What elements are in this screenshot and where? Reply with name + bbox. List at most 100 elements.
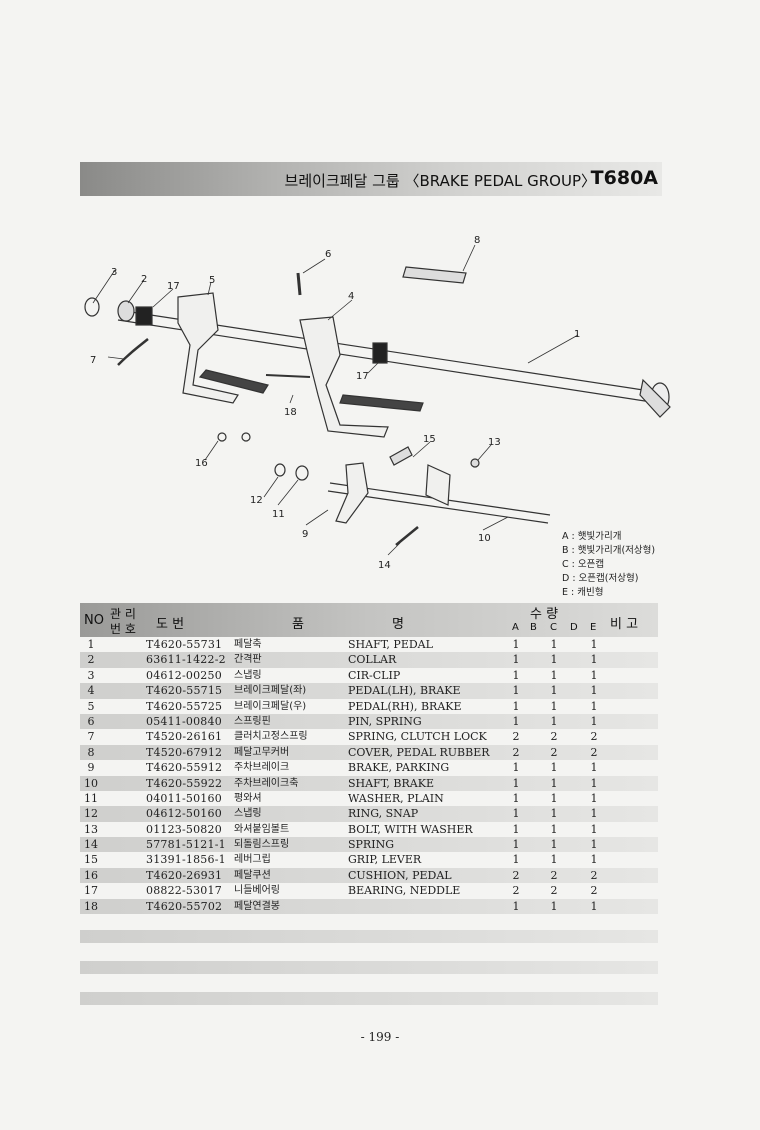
row-no: 1 (87, 638, 95, 651)
callout-15: 15 (423, 434, 436, 445)
parts-table-header: NO 관 리 번 호 도 번 품 명 수 량 A B C D E 비 고 (80, 603, 658, 637)
row-name-en: CUSHION, PEDAL (348, 868, 452, 882)
row-name-en: RING, SNAP (348, 807, 419, 821)
row-qty-e: 1 (590, 668, 598, 682)
row-qty-e: 1 (590, 761, 598, 775)
header-col-c: C (550, 622, 557, 633)
row-name-ko: 스프링핀 (234, 715, 271, 727)
row-qty-a: 1 (512, 761, 520, 775)
row-qty-c: 1 (550, 807, 558, 821)
needle-bearing-part (135, 306, 153, 326)
row-qty-a: 2 (512, 730, 520, 744)
legend-item-e: E : 캐빈형 (562, 587, 604, 598)
page-title: 브레이크페달 그룹 〈BRAKE PEDAL GROUP〉 (284, 172, 596, 190)
callout-3: 3 (111, 267, 117, 278)
row-qty-c: 1 (550, 853, 558, 867)
row-qty-c: 1 (550, 791, 558, 805)
pedal-rubber-part (402, 266, 467, 284)
row-name-ko: 되돌림스프링 (234, 839, 290, 851)
row-code: T4620-55715 (146, 684, 223, 698)
callout-16: 16 (195, 458, 208, 469)
row-name-ko: 페달축 (234, 639, 262, 650)
row-qty-a: 1 (512, 838, 520, 852)
header-quantity: 수 량 (530, 607, 559, 622)
row-name-en: CIR-CLIP (348, 668, 401, 682)
row-no: 9 (87, 761, 95, 775)
row-qty-e: 1 (590, 714, 598, 728)
row-name-en: PIN, SPRING (348, 714, 422, 728)
row-qty-c: 1 (550, 684, 558, 698)
callout-11: 11 (272, 509, 285, 520)
row-name-en: BOLT, WITH WASHER (348, 822, 473, 836)
callout-1: 1 (574, 329, 580, 340)
header-name-b: 명 (392, 617, 404, 632)
header-col-a: A (512, 622, 519, 633)
row-qty-e: 1 (590, 699, 598, 713)
row-qty-c: 1 (550, 699, 558, 713)
row-qty-e: 1 (590, 791, 598, 805)
row-name-ko: 페달고무커버 (234, 746, 290, 758)
row-qty-e: 2 (590, 730, 598, 744)
row-no: 13 (84, 822, 98, 836)
row-qty-a: 1 (512, 714, 520, 728)
legend-item-d: D : 오픈캡(저상형) (562, 573, 639, 584)
header-no: NO (84, 613, 104, 628)
header-remarks: 비 고 (610, 617, 639, 632)
row-no: 2 (87, 653, 95, 667)
exploded-parts-diagram: 8 6 3 2 17 5 4 1 7 17 18 16 15 13 12 11 … (78, 225, 678, 605)
callout-10: 10 (478, 533, 491, 544)
row-qty-c: 1 (550, 776, 558, 790)
row-name-en: GRIP, LEVER (348, 853, 422, 867)
row-name-ko: 브레이크페달(우) (234, 700, 307, 712)
row-qty-a: 1 (512, 638, 520, 651)
return-spring-part (395, 526, 419, 546)
callout-14: 14 (378, 560, 391, 571)
legend-item-a: A : 햇빛가리개 (562, 531, 622, 542)
row-qty-e: 1 (590, 822, 598, 836)
row-qty-e: 2 (590, 884, 598, 898)
callout-8: 8 (474, 235, 480, 246)
callout-13: 13 (488, 437, 501, 448)
row-name-en: PEDAL(RH), BRAKE (348, 699, 462, 713)
row-qty-e: 2 (590, 745, 598, 759)
lever-grip-part (389, 446, 413, 466)
row-qty-c: 2 (550, 868, 558, 882)
callout-4: 4 (348, 291, 354, 302)
page-number: - 199 - (360, 1030, 400, 1044)
row-name-en: SPRING, CLUTCH LOCK (348, 730, 487, 744)
row-name-ko: 스냅링 (234, 669, 262, 681)
header-col-b: B (530, 622, 537, 633)
row-qty-e: 2 (590, 868, 598, 882)
row-name-ko: 레버그립 (234, 854, 271, 866)
row-qty-e: 1 (590, 776, 598, 790)
row-name-ko: 주차브레이크 (234, 762, 290, 774)
row-no: 7 (87, 730, 95, 744)
row-qty-a: 1 (512, 699, 520, 713)
row-qty-c: 1 (550, 638, 558, 651)
row-name-en: SPRING (348, 838, 394, 852)
row-qty-c: 2 (550, 884, 558, 898)
callout-2: 2 (141, 274, 147, 285)
header-mgmt-top: 관 리 (110, 607, 136, 621)
parking-brake-part (335, 462, 369, 524)
pedal-link-rod-part (265, 374, 311, 378)
row-code: T4620-55702 (146, 899, 223, 913)
row-code: T4620-55725 (146, 699, 223, 713)
row-name-ko: 주차브레이크축 (234, 777, 299, 789)
callout-12: 12 (250, 495, 263, 506)
row-code: 57781-5121-1 (146, 838, 226, 852)
row-code: 04612-00250 (146, 668, 222, 682)
row-name-en: BEARING, NEDDLE (348, 884, 461, 898)
callout-18: 18 (284, 407, 297, 418)
callout-17a: 17 (167, 281, 180, 292)
row-code: 04011-50160 (146, 791, 222, 805)
row-code: T4620-55912 (146, 761, 223, 775)
